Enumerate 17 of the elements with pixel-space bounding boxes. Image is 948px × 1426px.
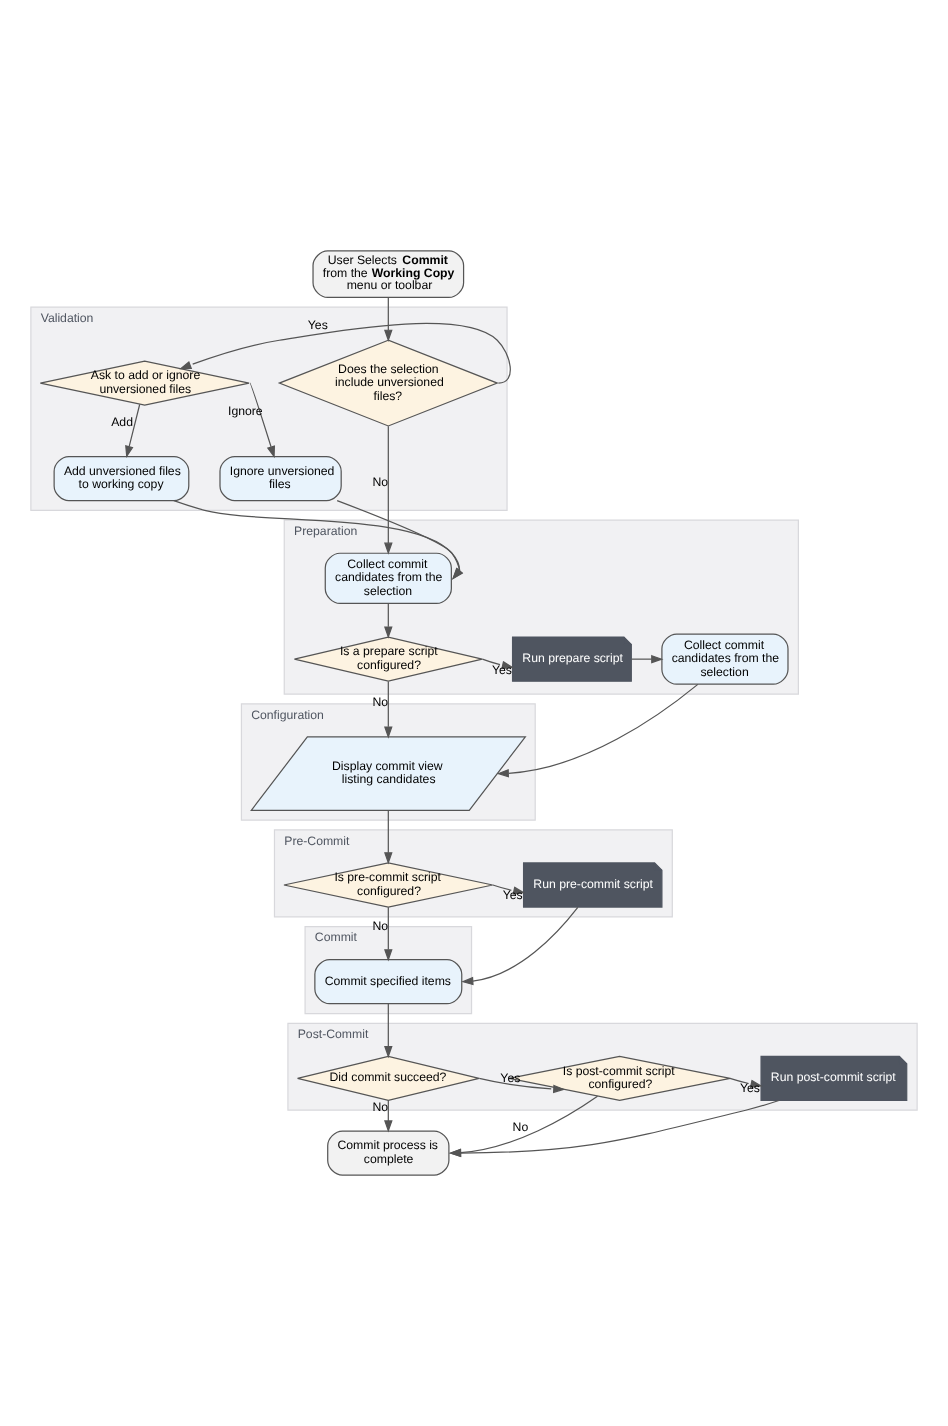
arrow [179,322,511,384]
arrow [461,906,579,986]
arrow [384,680,393,739]
arrow [384,425,393,555]
arrow [384,296,393,342]
arrow [384,1003,393,1059]
arrow [384,602,393,639]
arrow [125,403,141,459]
arrow [384,809,393,865]
arrow [336,500,464,580]
arrow [478,1077,566,1094]
arrow [631,654,664,664]
arrow [384,906,393,962]
arrow [249,382,276,459]
arrow [496,683,699,778]
arrow [173,500,464,580]
arrow [384,1099,393,1133]
